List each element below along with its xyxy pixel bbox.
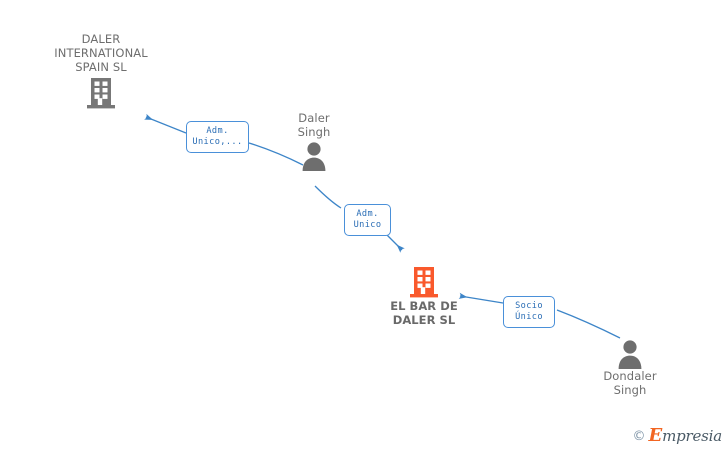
company-label-line: SPAIN SL bbox=[75, 60, 127, 74]
company-label-line: DALER bbox=[81, 32, 121, 46]
person-label-line: Dondaler bbox=[603, 369, 657, 383]
edge-label-line: Único bbox=[515, 312, 543, 322]
company-label-line: EL BAR DE bbox=[390, 299, 458, 313]
edge-label-adm-unico-daler-international[interactable]: Adm. Unico,... bbox=[186, 121, 249, 153]
copyright-icon: © bbox=[632, 428, 646, 444]
edge-dondaler-singh-to-el-bar-de-daler bbox=[458, 292, 621, 339]
empresia-logo: Empresia bbox=[648, 425, 723, 446]
edge-label-adm-unico-el-bar-de-daler[interactable]: Adm. Unico bbox=[344, 204, 391, 236]
edge-label-socio-unico-el-bar-de-daler[interactable]: Socio Único bbox=[503, 296, 555, 328]
node-label-dondaler-singh: Dondaler Singh bbox=[592, 369, 668, 397]
company-label-line: INTERNATIONAL bbox=[54, 46, 148, 60]
edge-daler-singh-to-daler-international bbox=[144, 113, 304, 166]
edge-label-line: Adm. bbox=[356, 208, 379, 219]
empresia-watermark: © Empresia bbox=[632, 425, 723, 446]
empresia-logo-initial: E bbox=[648, 425, 663, 446]
node-daler-international-spain-sl[interactable]: DALER INTERNATIONAL SPAIN SL bbox=[42, 32, 160, 110]
edge-label-line: Adm. bbox=[206, 125, 229, 136]
person-icon[interactable] bbox=[592, 337, 668, 369]
node-dondaler-singh[interactable]: Dondaler Singh bbox=[592, 337, 668, 397]
person-icon[interactable] bbox=[276, 139, 352, 171]
node-label-daler-singh: Daler Singh bbox=[276, 111, 352, 139]
person-label-line: Singh bbox=[613, 383, 647, 397]
edge-label-line: Socio bbox=[515, 300, 543, 311]
person-label-line: Singh bbox=[297, 125, 331, 139]
edge-daler-singh-to-el-bar-de-daler bbox=[314, 185, 405, 253]
building-icon[interactable] bbox=[372, 263, 476, 299]
node-el-bar-de-daler-sl[interactable]: EL BAR DE DALER SL bbox=[372, 263, 476, 327]
company-label-line: DALER SL bbox=[392, 313, 456, 327]
empresia-logo-rest: mpresia bbox=[662, 427, 722, 445]
edge-label-line: Unico,... bbox=[192, 137, 243, 147]
node-label-daler-international-spain-sl: DALER INTERNATIONAL SPAIN SL bbox=[42, 32, 160, 74]
person-label-line: Daler bbox=[298, 111, 330, 125]
node-label-el-bar-de-daler-sl: EL BAR DE DALER SL bbox=[372, 299, 476, 327]
node-daler-singh[interactable]: Daler Singh bbox=[276, 111, 352, 171]
building-icon[interactable] bbox=[42, 74, 160, 110]
edge-label-line: Unico bbox=[353, 220, 382, 230]
